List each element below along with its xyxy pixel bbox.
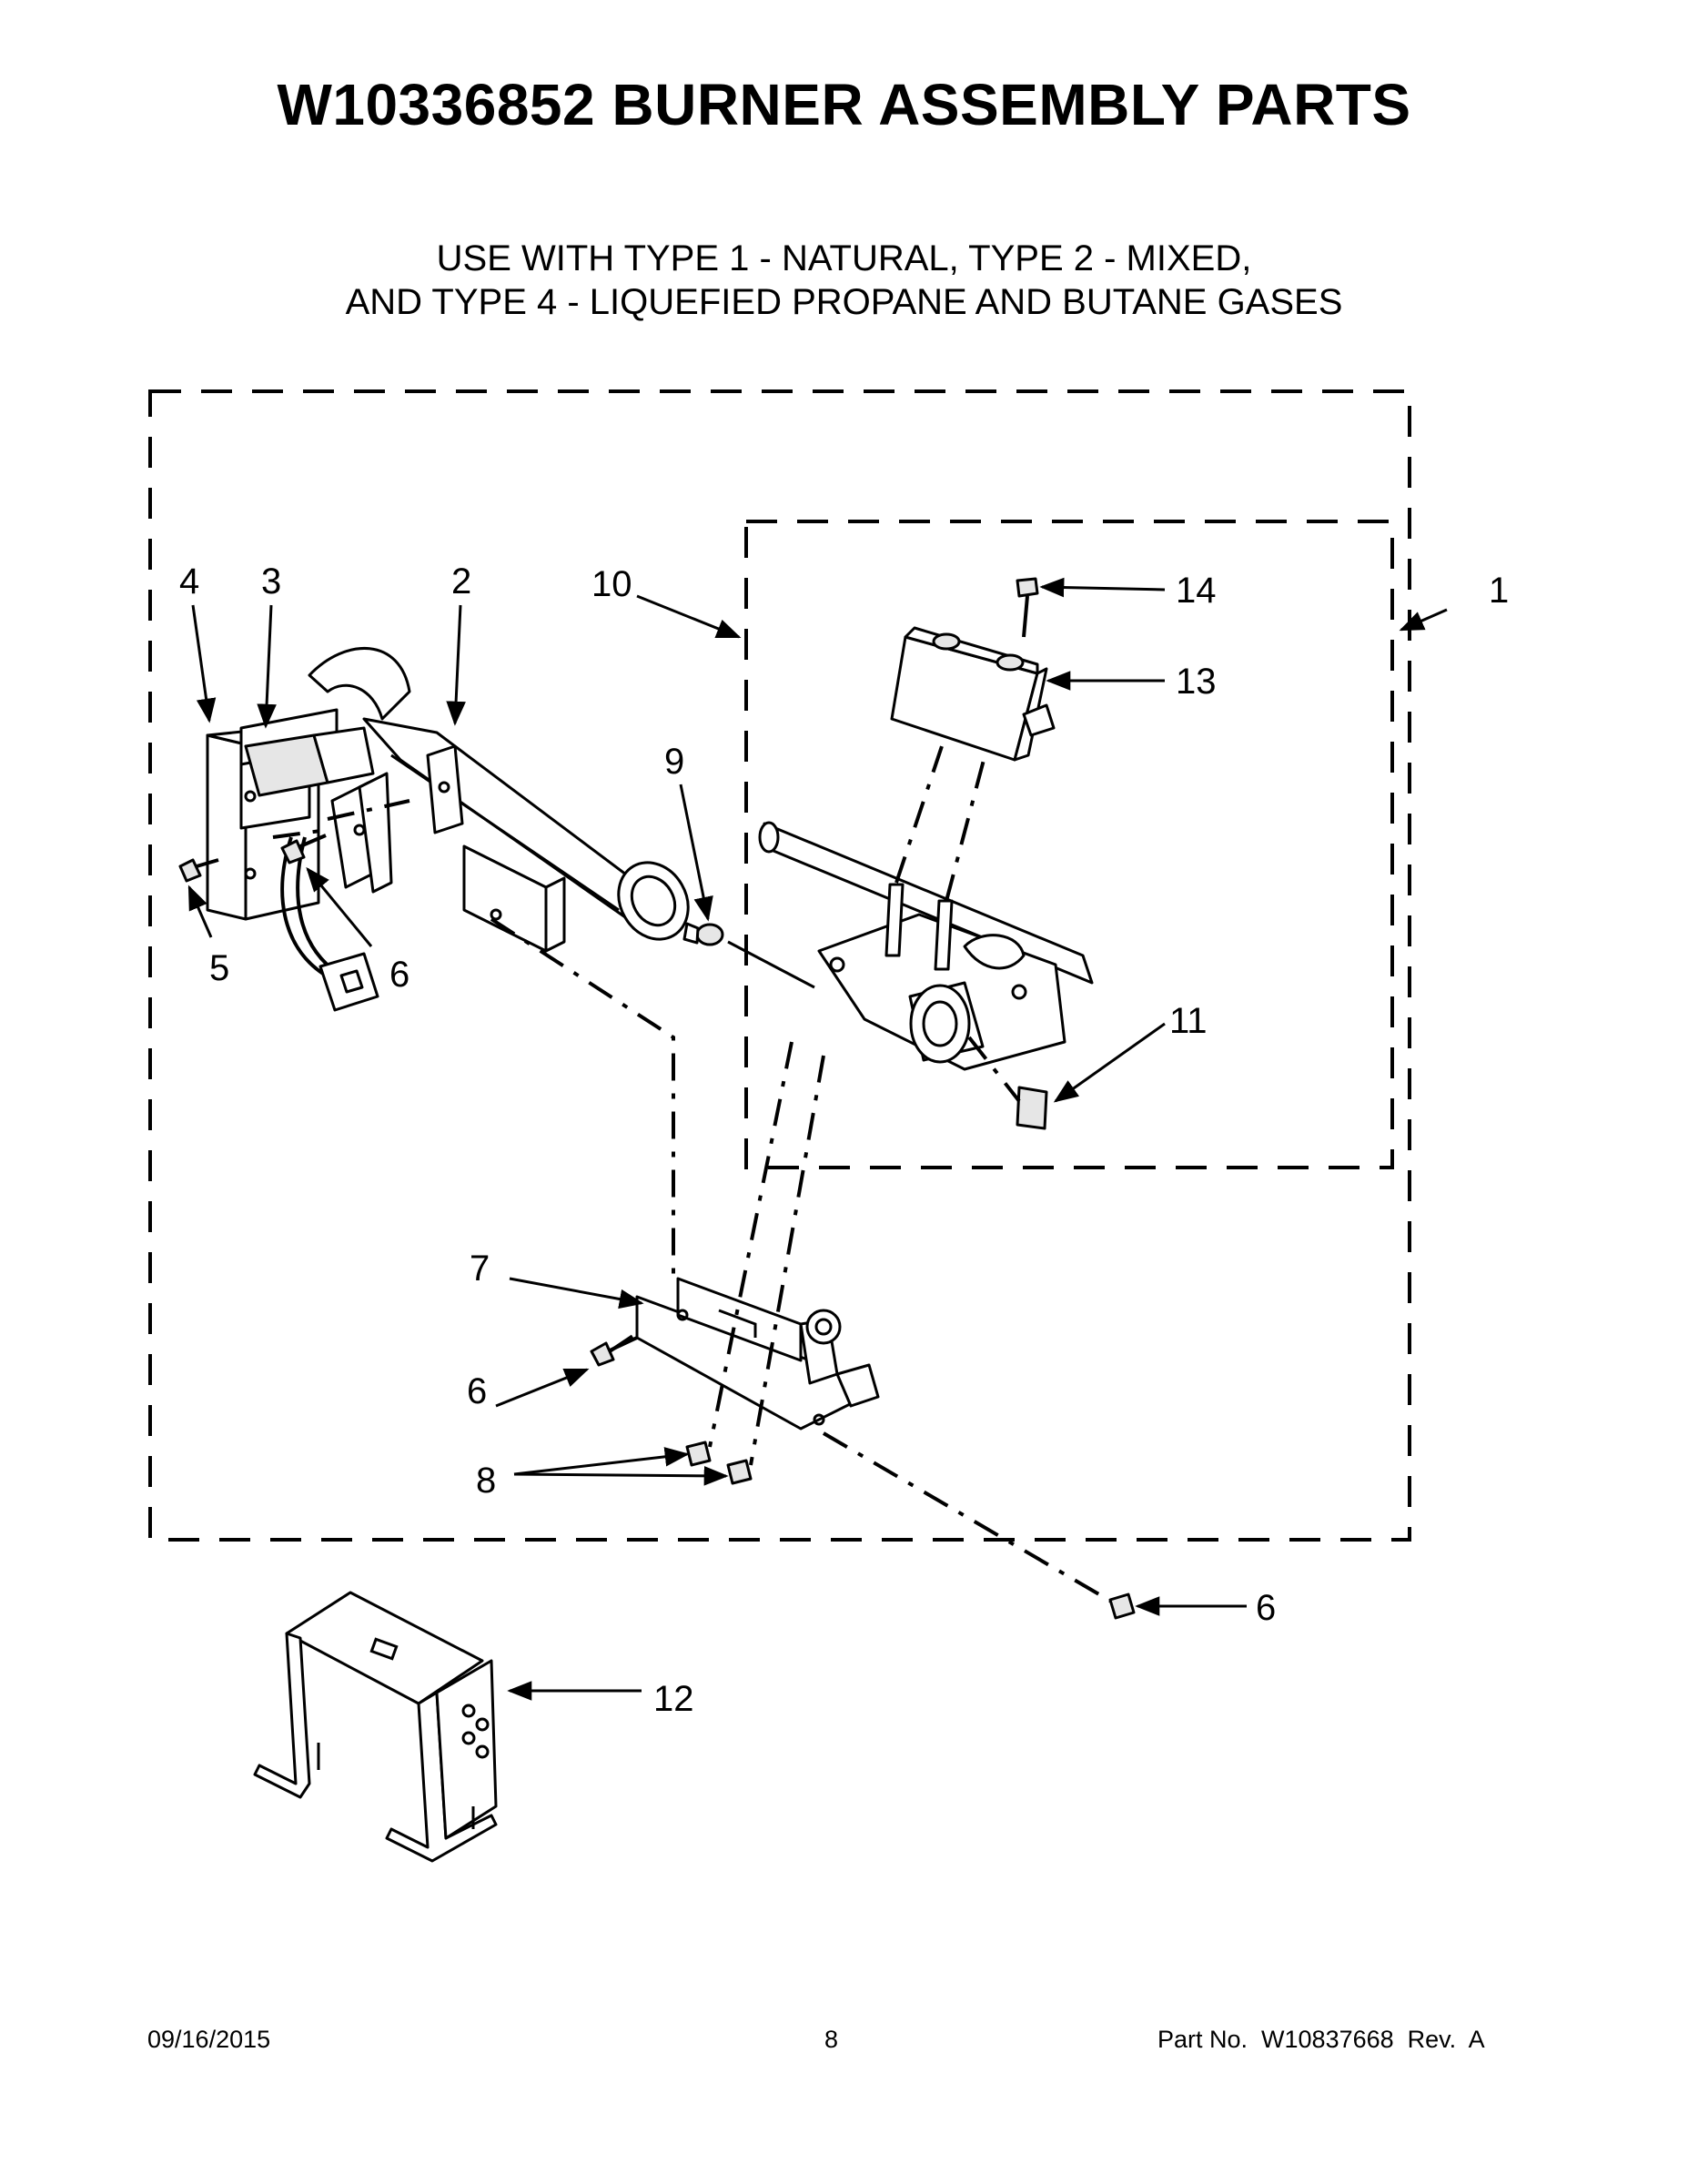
valve-coil bbox=[890, 626, 1056, 762]
wire-connector bbox=[967, 1036, 1048, 1130]
callout-11: 11 bbox=[1169, 1001, 1208, 1041]
callout-7: 7 bbox=[470, 1249, 490, 1289]
callout-4: 4 bbox=[179, 561, 199, 602]
screw-8-left bbox=[685, 1441, 712, 1467]
burner-tube bbox=[308, 647, 690, 941]
footer-part-number: Part No. W10837668 Rev. A bbox=[1157, 2026, 1485, 2053]
callout-10: 10 bbox=[591, 564, 632, 604]
callout-3: 3 bbox=[261, 561, 281, 602]
callout-5: 5 bbox=[209, 948, 229, 988]
orifice bbox=[682, 922, 724, 946]
callout-6-lower: 6 bbox=[1256, 1588, 1276, 1628]
screw-6-bracket bbox=[280, 834, 327, 864]
callout-6-upper: 6 bbox=[389, 955, 409, 995]
callout-1: 1 bbox=[1489, 571, 1509, 611]
screw-8-right bbox=[726, 1459, 753, 1485]
subtitle-line-1: USE WITH TYPE 1 - NATURAL, TYPE 2 - MIXE… bbox=[436, 238, 1252, 278]
solenoid-posts bbox=[884, 732, 989, 971]
page-title: W10336852 BURNER ASSEMBLY PARTS bbox=[277, 72, 1411, 137]
screw-6-lower bbox=[1108, 1592, 1136, 1620]
callout-12: 12 bbox=[653, 1679, 694, 1719]
footer-page-number: 8 bbox=[824, 2026, 839, 2053]
gas-valve bbox=[758, 821, 1094, 1071]
screw-6-valve-bracket bbox=[590, 1336, 638, 1367]
callout-14: 14 bbox=[1176, 571, 1217, 611]
assembly-outer-boundary bbox=[148, 389, 1411, 1542]
footer-date: 09/16/2015 bbox=[147, 2026, 271, 2053]
subtitle-line-2: AND TYPE 4 - LIQUEFIED PROPANE AND BUTAN… bbox=[345, 282, 1343, 322]
callout-8: 8 bbox=[476, 1461, 496, 1501]
flame-spreader bbox=[462, 844, 566, 953]
callout-6-middle: 6 bbox=[467, 1371, 487, 1411]
callout-leaders bbox=[187, 577, 1448, 1701]
valve-assembly-boundary bbox=[744, 520, 1394, 1169]
callout-13: 13 bbox=[1176, 662, 1217, 702]
callout-2: 2 bbox=[451, 561, 471, 602]
burner-mount-bracket bbox=[253, 1591, 498, 1863]
coil-screw bbox=[1016, 577, 1039, 638]
igniter bbox=[244, 726, 375, 797]
mounting-plate bbox=[330, 772, 393, 894]
screw-5 bbox=[178, 858, 219, 883]
valve-bracket bbox=[635, 1277, 880, 1431]
callout-9: 9 bbox=[664, 742, 684, 782]
